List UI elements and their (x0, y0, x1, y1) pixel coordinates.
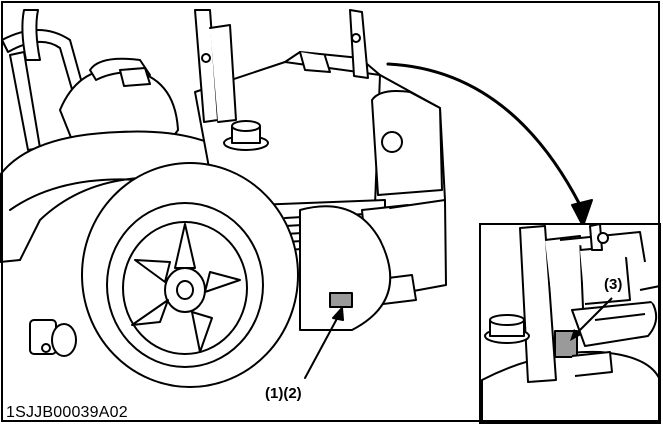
figure-id-code: 1SJJB00039A02 (6, 404, 128, 421)
label-position-1-2 (329, 292, 353, 308)
rear-tire (81, 162, 299, 388)
operator-seat (59, 57, 179, 149)
engine-cover (194, 51, 446, 216)
leader-line-1-2 (304, 307, 344, 379)
fuel-cap (223, 120, 269, 151)
leader-line-3 (570, 297, 613, 341)
right-tire (299, 205, 392, 331)
detail-inset (479, 223, 661, 424)
zoom-arrow (386, 62, 593, 227)
lift-posts (194, 9, 369, 123)
callout-label-3: (3) (604, 276, 623, 293)
rops-frame (1, 9, 89, 151)
callout-label-1-2: (1)(2) (265, 385, 302, 402)
caster-wheel (29, 319, 77, 357)
